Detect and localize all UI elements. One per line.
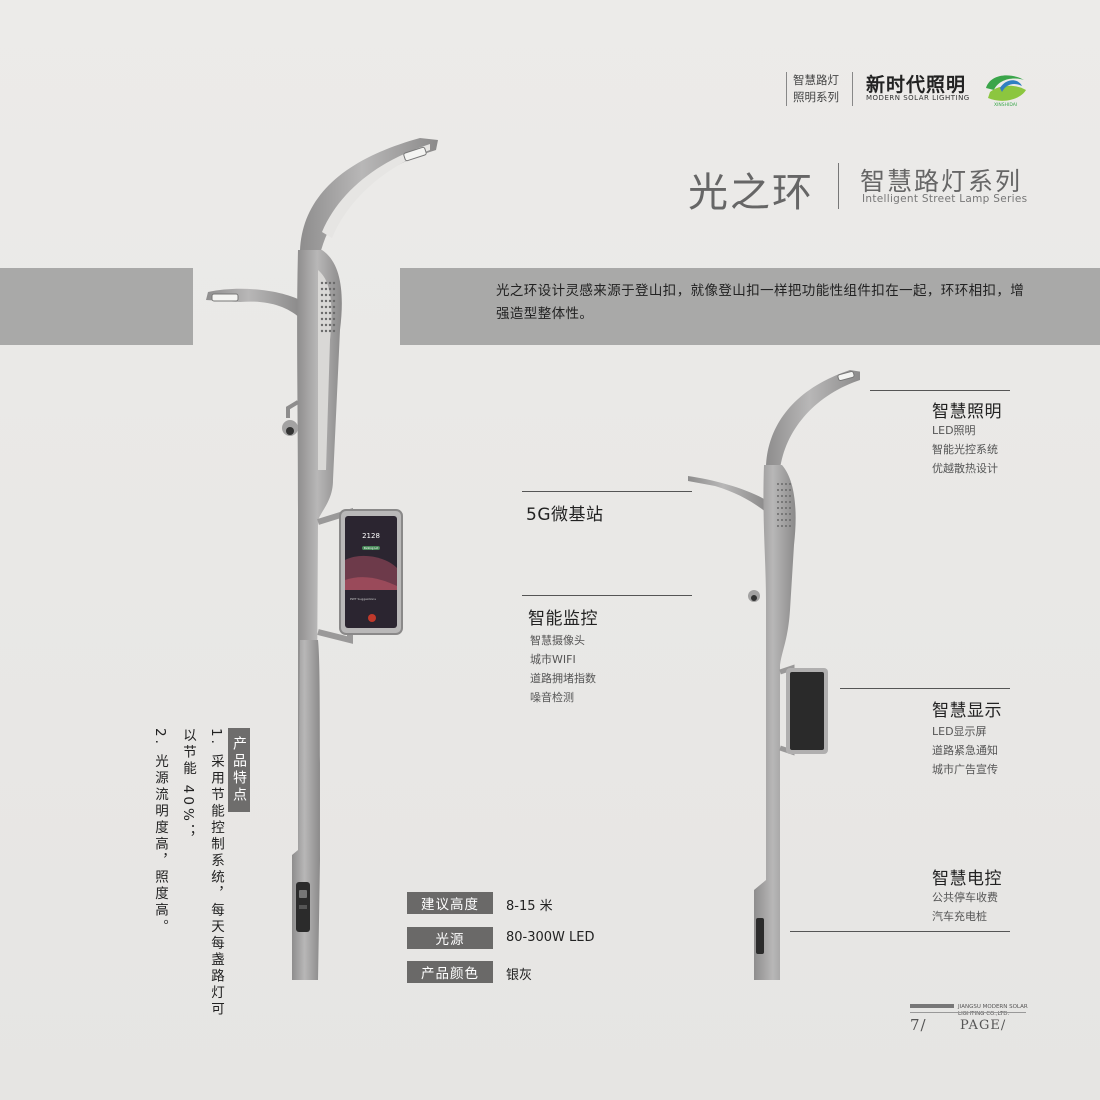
screen-caption: PWT Suggestions <box>350 597 376 601</box>
header-divider <box>852 72 853 106</box>
series-label: 智慧路灯 照明系列 <box>786 72 839 106</box>
brand-logo-icon: XINSHIDAI <box>986 75 1026 108</box>
label-base-station-title: 5G微基站 <box>526 505 604 525</box>
spec-key-light-source: 光源 <box>407 927 493 949</box>
features-list: 1. 采用节能控制系统，每天每盏路灯可以节能 40%； 2. 光源流明度高，照度… <box>146 728 230 1028</box>
list-item: 优越散热设计 <box>932 462 998 475</box>
label-display-items: LED显示屏 道路紧急通知 城市广告宣传 <box>932 722 998 779</box>
list-item: 汽车充电桩 <box>932 910 987 923</box>
list-item: LED照明 <box>932 424 976 437</box>
spec-value-height: 8-15 米 <box>506 899 553 914</box>
list-item: 道路紧急通知 <box>932 744 998 757</box>
list-item: 城市WIFI <box>530 653 576 666</box>
label-smart-lighting-title: 智慧照明 <box>932 402 1002 422</box>
footer-company: JIANGSU MODERN SOLAR LIGHTING CO.,LTD. <box>958 1004 1028 1017</box>
spec-key-color: 产品颜色 <box>407 961 493 983</box>
series-title-en: Intelligent Street Lamp Series <box>862 193 1028 205</box>
series-line-1: 智慧路灯 <box>793 73 839 87</box>
label-display-title: 智慧显示 <box>932 701 1002 721</box>
label-line-5g <box>522 491 692 492</box>
label-power-title: 智慧电控 <box>932 869 1002 889</box>
label-line-monitoring <box>522 595 692 596</box>
footer-bar <box>910 1004 954 1008</box>
label-line-power <box>790 931 1010 932</box>
spec-value-light-source: 80-300W LED <box>506 930 595 945</box>
band-left <box>0 268 193 345</box>
series-line-2: 照明系列 <box>793 90 839 104</box>
large-lamp-illustration: 2128 Parking Lot PWT Suggestions <box>206 138 438 980</box>
product-title: 光之环 <box>688 170 814 216</box>
features-tag: 产品特点 <box>228 728 250 812</box>
label-line-lighting <box>870 390 1010 391</box>
label-monitoring-title: 智能监控 <box>528 609 598 629</box>
list-item: 噪音检测 <box>530 691 574 704</box>
page-label: PAGE/ <box>960 1018 1007 1033</box>
label-line-display <box>840 688 1010 689</box>
spec-value-color: 银灰 <box>506 968 533 983</box>
band-right <box>400 268 1100 345</box>
screen-number: 2128 <box>362 532 380 540</box>
brand-tagline: MODERN SOLAR LIGHTING <box>866 94 970 102</box>
feature-item: 2. 光源流明度高，照度高。 <box>152 728 168 936</box>
title-divider <box>838 163 839 209</box>
brand-name: 新时代照明 <box>866 74 967 96</box>
list-item: 城市广告宣传 <box>932 763 998 776</box>
svg-text:XINSHIDAI: XINSHIDAI <box>994 102 1017 108</box>
spec-key-height: 建议高度 <box>407 892 493 914</box>
page-number: 7/ <box>910 1016 927 1034</box>
screen-pill: Parking Lot <box>364 546 378 550</box>
list-item: 公共停车收费 <box>932 891 998 904</box>
intro-text: 光之环设计灵感来源于登山扣，就像登山扣一样把功能性组件扣在一起，环环相扣，增强造… <box>496 283 1025 322</box>
list-item: 智慧摄像头 <box>530 634 585 647</box>
list-item: 道路拥堵指数 <box>530 672 596 685</box>
feature-item: 1. 采用节能控制系统，每天每盏路灯可以节能 40%； <box>180 728 224 1019</box>
footer-line <box>910 1012 1026 1013</box>
label-monitoring-items: 智慧摄像头 城市WIFI 道路拥堵指数 噪音检测 <box>530 631 596 707</box>
list-item: LED显示屏 <box>932 725 987 738</box>
list-item: 智能光控系统 <box>932 443 998 456</box>
label-power-items: 公共停车收费 汽车充电桩 <box>932 888 998 926</box>
series-title: 智慧路灯系列 <box>860 167 1023 196</box>
small-lamp-illustration <box>688 370 860 980</box>
label-smart-lighting-items: LED照明 智能光控系统 优越散热设计 <box>932 421 998 478</box>
